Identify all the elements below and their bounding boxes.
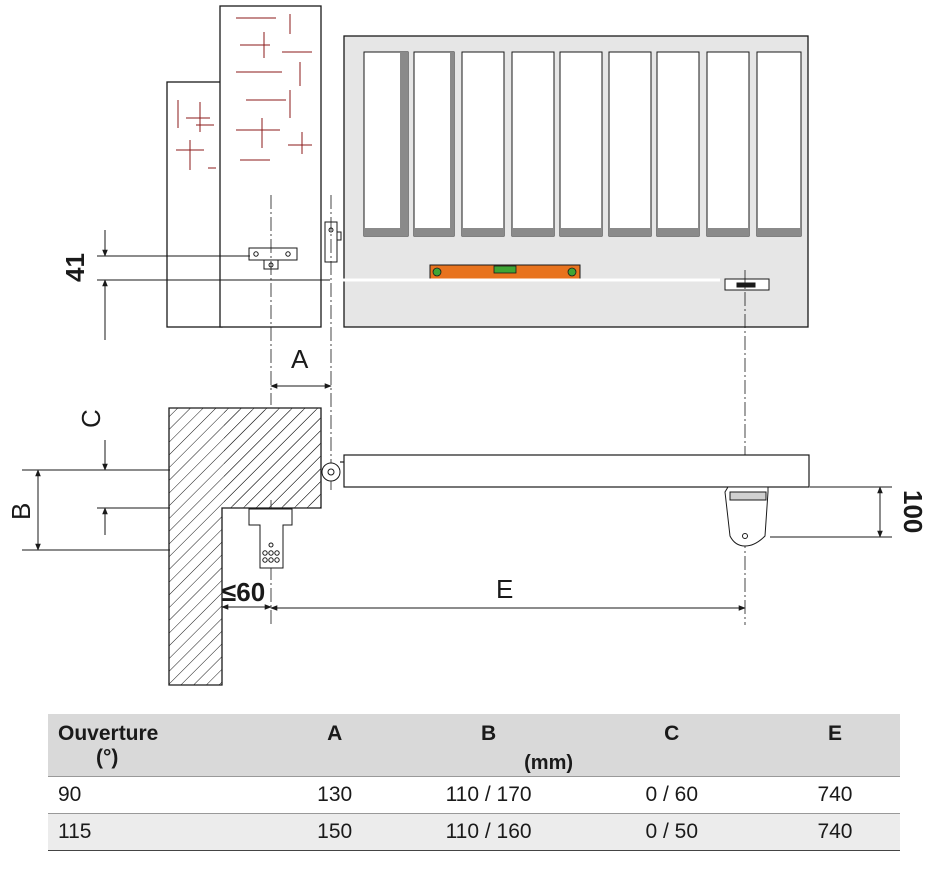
header-b-label: B [480,722,497,745]
dim-le60-label: ≤60 [222,577,265,607]
cell-a: 130 [265,776,404,814]
hinge-elevation [324,221,342,263]
header-c: C [573,714,770,777]
dim-41 [97,230,330,340]
dim-A-label: A [291,344,309,374]
hinge-plan [321,462,341,482]
dim-100-label: 100 [898,490,928,533]
cell-a: 150 [265,813,404,851]
header-e: E [769,714,900,777]
cell-opening: 90 [48,776,266,814]
gate-bracket-elevation [724,278,770,291]
table-row: 115 150 110 / 160 0 / 50 740 [48,813,900,851]
dim-B [22,469,170,551]
dim-41-label: 41 [60,253,90,282]
cell-c: 0 / 50 [573,813,770,851]
header-b: B (mm) [403,714,574,777]
header-a-label: A [327,722,343,745]
gate-bracket-plan [724,486,769,547]
installation-diagram: 41 A C B [6,5,928,686]
pillar-front-view [166,5,322,328]
cell-b: 110 / 170 [403,776,574,814]
header-c-label: C [664,722,680,745]
header-opening-label: Ouverture [58,722,159,745]
dim-E-label: E [496,574,513,604]
dim-100 [770,486,892,538]
pillar-bracket-plan [248,508,293,569]
cell-b: 110 / 160 [403,813,574,851]
dim-B-label: B [6,503,36,520]
header-e-label: E [827,722,842,745]
cell-opening: 115 [48,813,266,851]
table-row: 90 130 110 / 170 0 / 60 740 [48,776,900,814]
header-opening-unit: (°) [96,746,119,769]
spirit-level [429,264,581,280]
gate-leaf-plan [340,454,810,488]
dim-C-label: C [76,409,106,428]
cell-e: 740 [769,813,900,851]
cell-e: 740 [769,776,900,814]
header-unit: (mm) [524,752,574,774]
header-a: A [265,714,404,777]
cell-c: 0 / 60 [573,776,770,814]
header-opening: Ouverture (°) [48,714,266,777]
specification-table: Ouverture (°) A B (mm) C E 90 130 110 / … [48,714,900,851]
table-header-row: Ouverture (°) A B (mm) C E [48,714,900,777]
dim-C [97,440,170,535]
